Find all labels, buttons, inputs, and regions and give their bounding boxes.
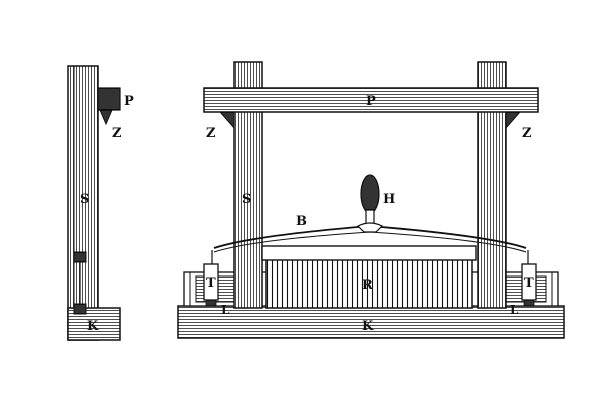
- side-lower-block: [73, 303, 87, 315]
- front-view: P Z Z S H B R T T L L K: [177, 61, 565, 339]
- front-label-Z-right: Z: [522, 126, 532, 141]
- right-wedge: [505, 111, 522, 130]
- side-label-K: K: [87, 319, 99, 334]
- left-wedge: [218, 111, 235, 130]
- side-post: [67, 65, 99, 341]
- side-label-S: S: [80, 192, 89, 207]
- front-label-T-left: T: [206, 276, 216, 291]
- front-label-S: S: [242, 192, 251, 207]
- front-label-H: H: [383, 192, 395, 207]
- front-label-R: R: [362, 278, 373, 293]
- press-plate-top: [261, 245, 477, 261]
- front-label-K: K: [362, 319, 374, 334]
- side-upper-block: [73, 251, 87, 263]
- side-view: P Z S K: [67, 65, 134, 341]
- side-beam-end: [97, 87, 121, 111]
- front-base: [177, 305, 565, 339]
- side-label-Z: Z: [112, 126, 122, 141]
- front-label-B: B: [296, 214, 307, 229]
- front-label-T-right: T: [524, 276, 534, 291]
- side-wedge: [99, 109, 113, 126]
- handle: [356, 174, 384, 233]
- top-beam: [203, 87, 539, 113]
- front-label-P: P: [366, 94, 376, 109]
- front-label-L-right: L: [510, 303, 519, 317]
- front-label-L-left: L: [221, 303, 230, 317]
- side-label-P: P: [124, 94, 134, 109]
- front-label-Z-left: Z: [206, 126, 216, 141]
